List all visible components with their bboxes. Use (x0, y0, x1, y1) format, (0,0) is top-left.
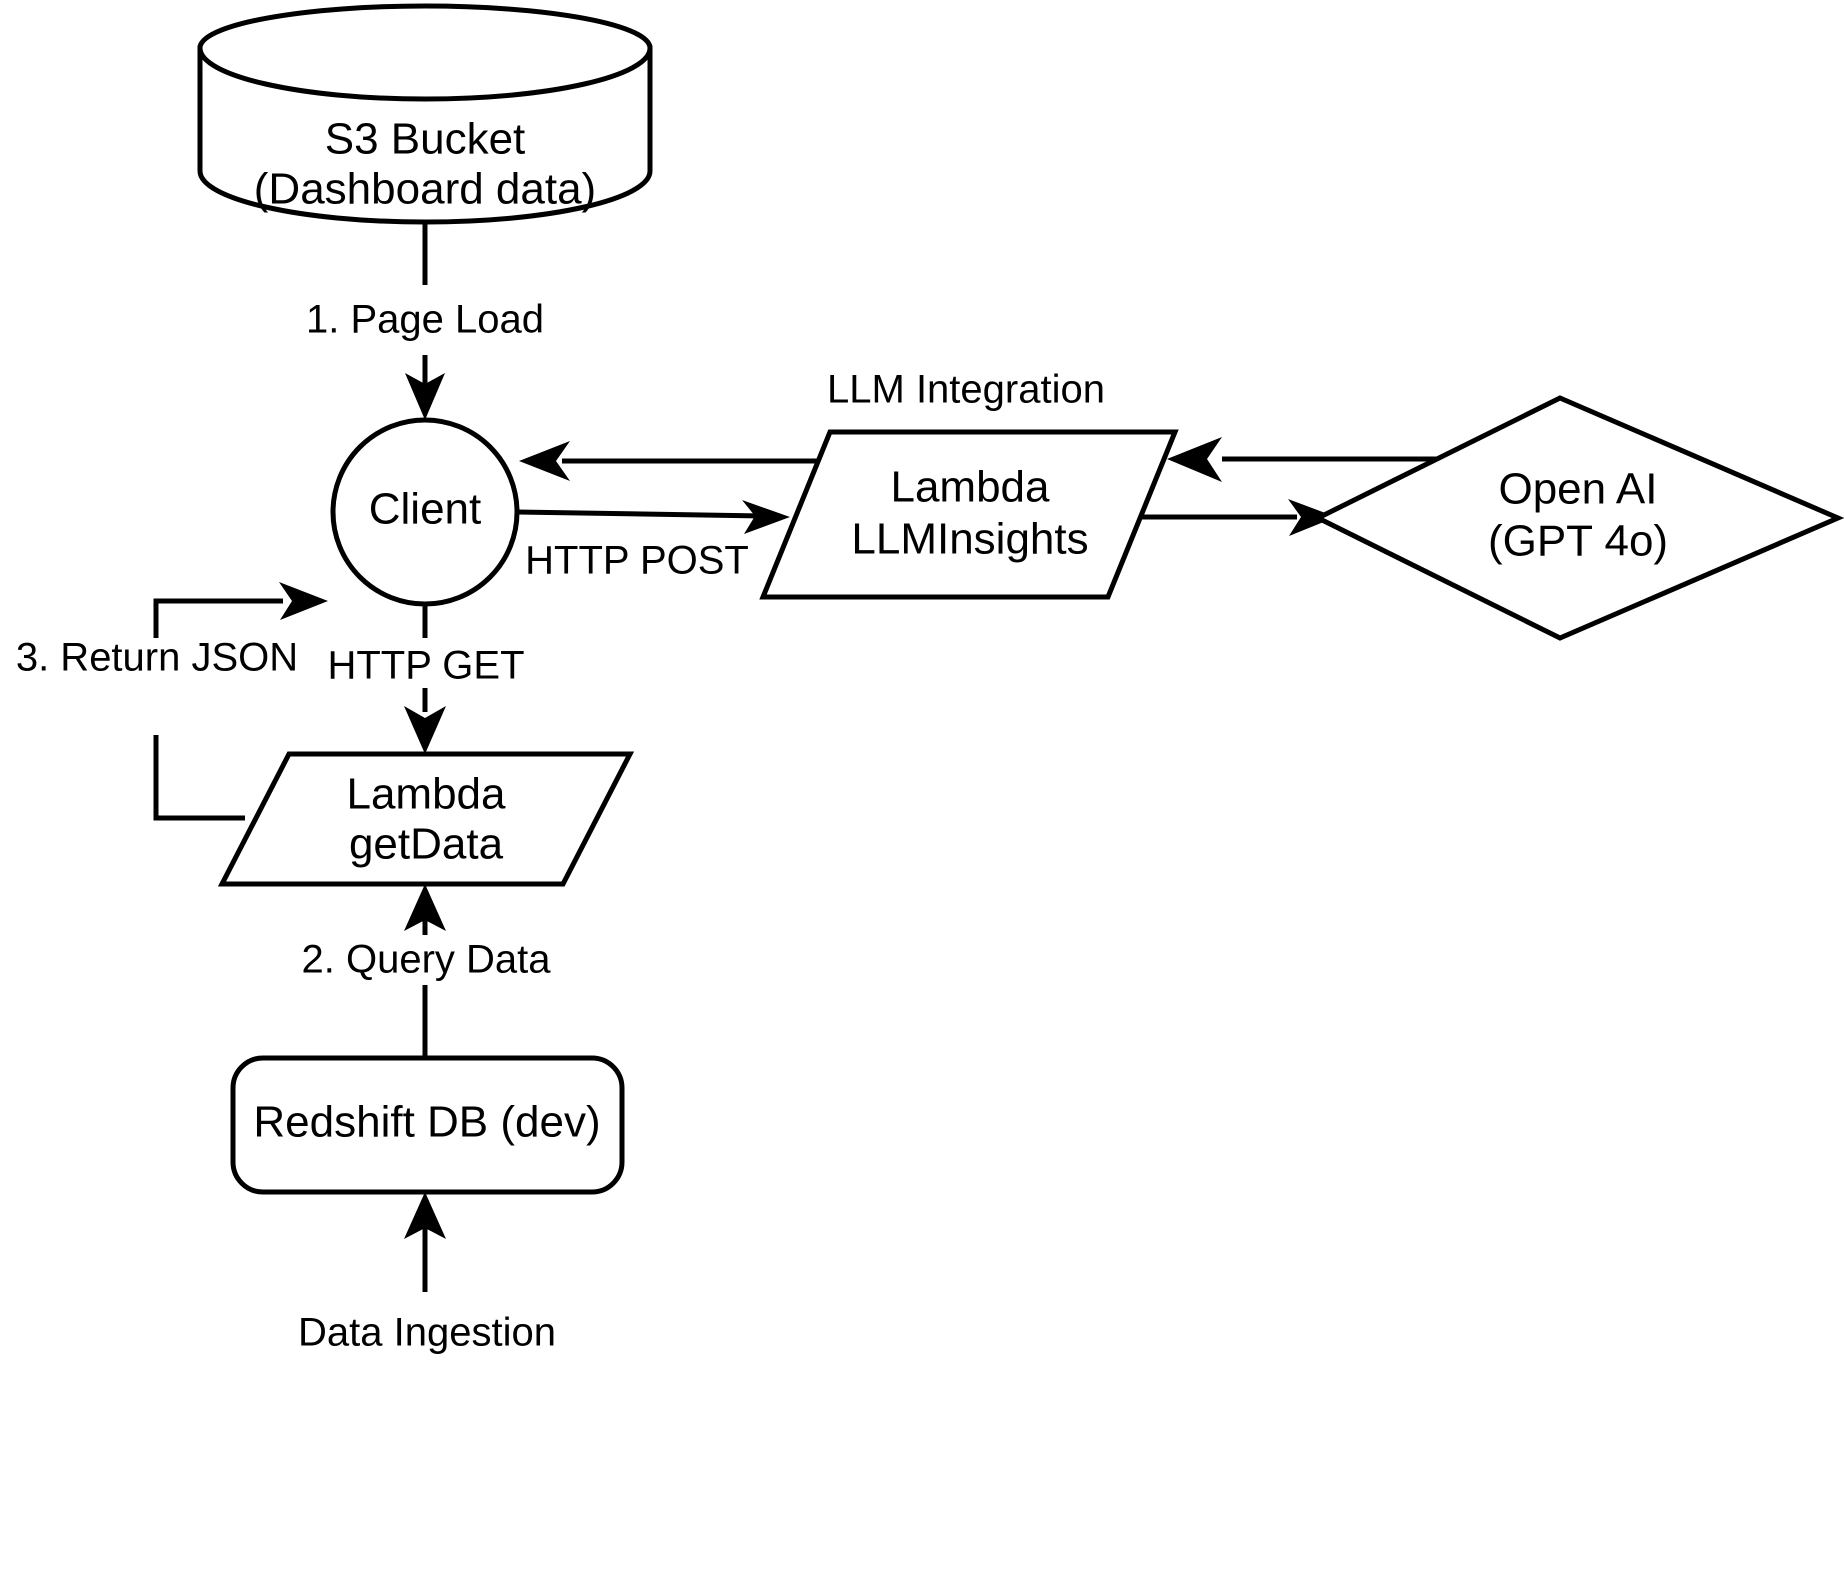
edge-llm-integration: LLM Integration (827, 368, 1336, 536)
edge-http-post: HTTP POST (516, 500, 790, 583)
edge-page-load-arrowhead (405, 373, 445, 420)
open-ai-label-line2: (GPT 4o) (1488, 517, 1668, 566)
client-label: Client (369, 485, 482, 534)
s3-bucket-cylinder-rim (197, 47, 653, 102)
edge-llm-integration-arrowhead (1288, 499, 1336, 536)
edge-llm-response (519, 441, 845, 481)
edge-http-post-line (516, 509, 764, 519)
redshift-db-label: Redshift DB (dev) (253, 1098, 600, 1147)
edge-return-json-arrowhead (279, 582, 328, 620)
edge-return-json-line-lower (153, 735, 245, 821)
lambda-llminsights-label-line2: LLMInsights (851, 515, 1088, 564)
open-ai-node[interactable]: Open AI (GPT 4o) (1312, 395, 1844, 641)
lambda-llminsights-label-line1: Lambda (890, 463, 1050, 512)
edge-return-json-label: 3. Return JSON (16, 636, 298, 680)
edge-http-post-arrowhead (742, 500, 790, 534)
lambda-getdata-label-line2: getData (349, 820, 504, 869)
redshift-db-node[interactable]: Redshift DB (dev) (230, 1055, 625, 1195)
edge-data-ingestion: Data Ingestion (298, 1192, 556, 1355)
edge-query-data-arrowhead (404, 884, 446, 931)
edge-page-load-label: 1. Page Load (306, 298, 544, 342)
edge-openai-response-arrowhead (1167, 437, 1222, 482)
edge-http-get: HTTP GET (327, 604, 525, 754)
lambda-llminsights-parallelogram (759, 429, 1179, 600)
open-ai-diamond (1312, 395, 1844, 641)
lambda-llminsights-node[interactable]: Lambda LLMInsights (759, 429, 1179, 600)
edge-page-load: 1. Page Load (306, 222, 544, 420)
s3-bucket-node[interactable]: S3 Bucket (Dashboard data) (197, 3, 653, 225)
edge-http-post-label: HTTP POST (525, 539, 749, 583)
edge-llm-response-arrowhead (519, 441, 570, 481)
open-ai-label-line1: Open AI (1498, 465, 1657, 514)
client-node[interactable]: Client (330, 417, 520, 607)
edge-data-ingestion-arrowhead (404, 1192, 446, 1239)
edge-llm-integration-label: LLM Integration (827, 368, 1105, 412)
edge-data-ingestion-label: Data Ingestion (298, 1311, 556, 1355)
edge-openai-response (1167, 437, 1440, 482)
edge-return-json: 3. Return JSON (16, 582, 328, 821)
s3-bucket-label-line2: (Dashboard data) (254, 165, 596, 214)
lambda-getdata-node[interactable]: Lambda getData (217, 751, 635, 887)
edge-query-data-label: 2. Query Data (301, 938, 551, 982)
edge-http-get-arrowhead (404, 706, 446, 754)
lambda-getdata-label-line1: Lambda (346, 770, 506, 819)
edge-return-json-line-upper (153, 598, 283, 638)
s3-bucket-label-line1: S3 Bucket (325, 115, 526, 164)
redshift-db-rect (230, 1055, 625, 1195)
edge-query-data: 2. Query Data (301, 884, 551, 1058)
edge-http-get-label: HTTP GET (327, 644, 524, 688)
lambda-getdata-parallelogram (217, 751, 635, 887)
